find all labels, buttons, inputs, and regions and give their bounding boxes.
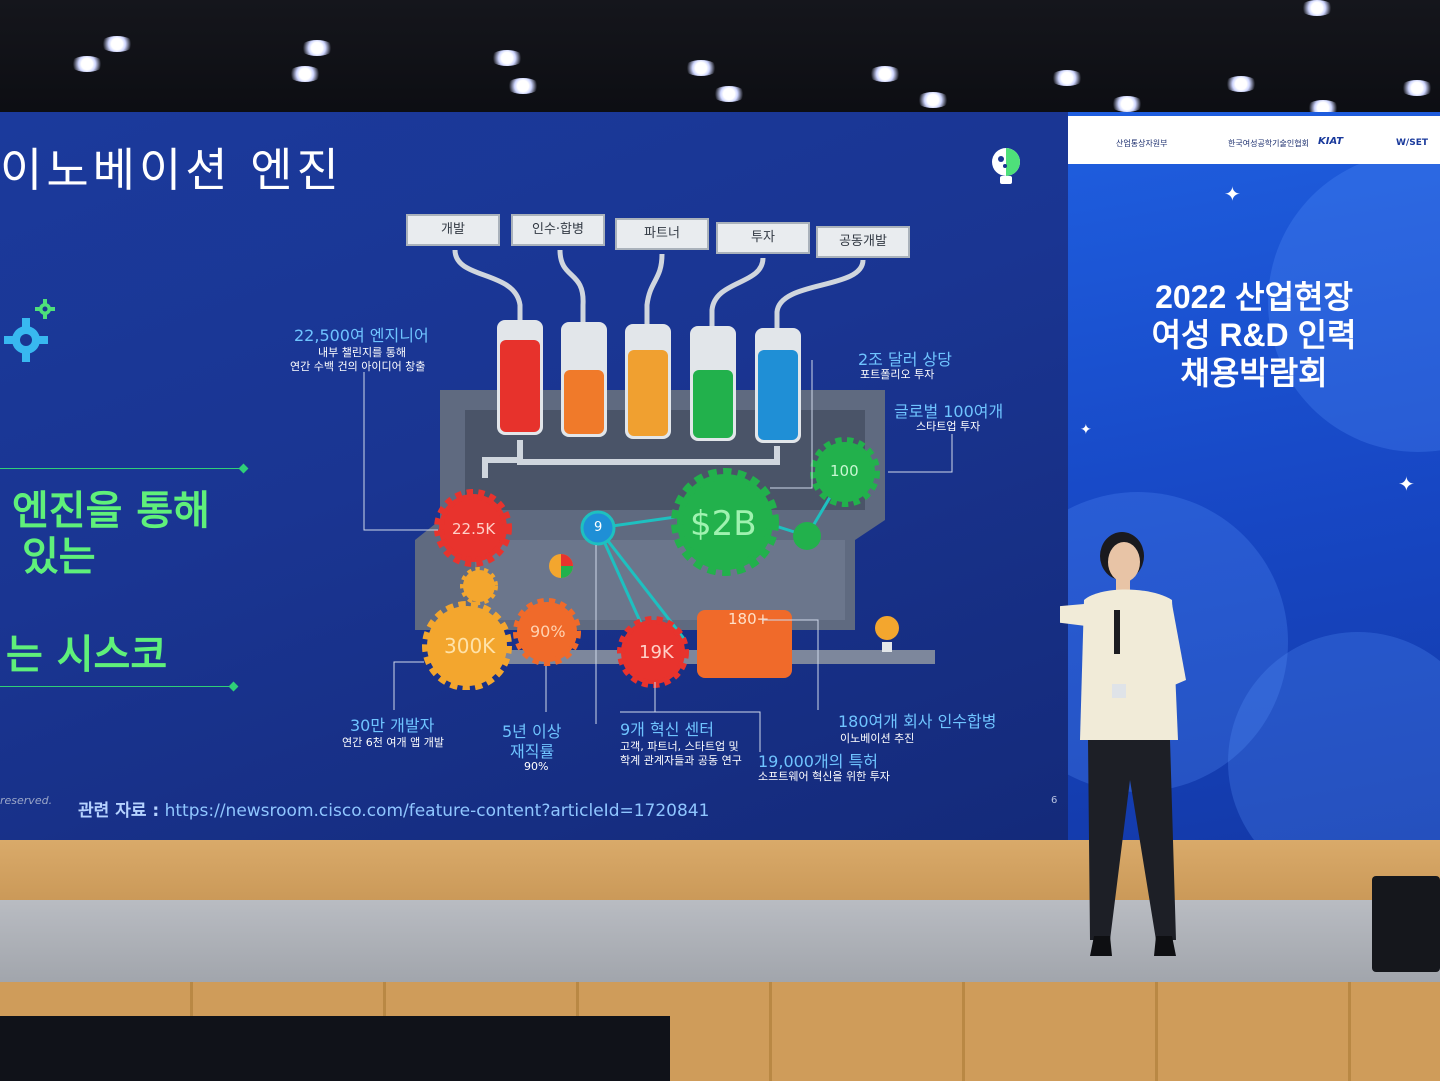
pipe-label: 인수·합병 — [511, 214, 605, 246]
stage-light-icon — [300, 40, 334, 56]
callout-title: 30만 개발자 — [350, 716, 435, 735]
gear-value: 19K — [639, 642, 674, 663]
stage-light-icon — [916, 92, 950, 108]
event-title: 2022 산업현장 여성 R&D 인력 채용박람회 — [1068, 278, 1440, 392]
sparkle-icon: ✦ — [1224, 182, 1241, 206]
stage-light-icon — [1224, 76, 1258, 92]
divider-line — [0, 686, 234, 687]
sparkle-icon: ✦ — [1398, 472, 1415, 496]
slide-title: 이노베이션 엔진 — [0, 143, 343, 197]
stage-light-icon — [1050, 70, 1084, 86]
foreground-panel — [0, 1016, 670, 1081]
callout-title: 2조 달러 상당 — [858, 350, 952, 369]
callout-sub: 연간 6천 여개 앱 개발 — [342, 736, 444, 749]
callout-title: 5년 이상 — [502, 722, 562, 741]
pipe-label: 투자 — [716, 222, 810, 254]
pipe-label: 파트너 — [615, 218, 709, 250]
stage-light-icon — [100, 36, 134, 52]
stage-speaker — [1372, 876, 1440, 972]
callout-title: 9개 혁신 센터 — [620, 720, 714, 739]
lightbulb-brain-icon — [992, 148, 1020, 184]
sponsor-bar: 산업통상자원부 한국여성공학기술인협회 KIAT W/SET — [1068, 116, 1440, 164]
stage-light-icon — [868, 66, 902, 82]
source-label: 관련 자료 : — [78, 801, 160, 821]
slide-text-line: 는 시스코 — [6, 632, 168, 678]
stage-light-icon — [70, 56, 104, 72]
callout-sub: 고객, 파트너, 스타트업 및 — [620, 740, 739, 753]
stage-light-icon — [1300, 0, 1334, 16]
callout-sub: 소프트웨어 혁신을 위한 투자 — [758, 770, 890, 783]
callout-title: 글로벌 100여개 — [894, 402, 1004, 421]
gear-value: $2B — [690, 504, 757, 544]
callout-sub: 스타트업 투자 — [916, 420, 981, 433]
sponsor-logo: KIAT — [1318, 136, 1344, 147]
slide-text-line: 있는 — [22, 534, 96, 580]
source-url: https://newsroom.cisco.com/feature-conte… — [164, 801, 710, 821]
presenter-figure — [1060, 532, 1186, 956]
sponsor-name: 한국여성공학기술인협회 — [1228, 139, 1309, 148]
callout-sub: 내부 챌린지를 통해 — [318, 346, 406, 359]
event-title-line: 2022 산업현장 — [1155, 279, 1353, 315]
sparkle-icon: ✦ — [1080, 422, 1092, 438]
callout-sub: 이노베이션 추진 — [840, 732, 915, 745]
gear-value: 300K — [444, 634, 496, 658]
side-event-screen: 산업통상자원부 한국여성공학기술인협회 KIAT W/SET 2022 산업현장… — [1068, 112, 1440, 840]
callout-title: 22,500여 엔지니어 — [294, 326, 429, 345]
gear-value: 100 — [830, 462, 859, 480]
stage-light-icon — [712, 86, 746, 102]
ceiling — [0, 0, 1440, 120]
stage-floor — [0, 900, 1440, 990]
gear-icon — [4, 318, 48, 362]
gear-value: 180+ — [728, 610, 770, 628]
callout-title: 180여개 회사 인수합병 — [838, 712, 997, 731]
callout-title: 재직률 — [510, 742, 555, 761]
event-title-line: 여성 R&D 인력 — [1151, 317, 1357, 353]
stage-light-icon — [506, 78, 540, 94]
leader-lines — [363, 360, 953, 752]
callout-sub: 90% — [524, 760, 549, 773]
page-number: 6 — [1051, 795, 1058, 806]
stage-light-icon — [1400, 80, 1434, 96]
slide-text-line: 엔진을 통해 — [12, 488, 210, 534]
divider-line — [0, 468, 244, 469]
gear-value: 22.5K — [452, 520, 496, 538]
source-reference: 관련 자료 : https://newsroom.cisco.com/featu… — [78, 796, 709, 821]
callout-sub: 연간 수백 건의 아이디어 창출 — [290, 360, 426, 373]
innovation-engine-illustration — [415, 249, 935, 690]
gear-value: 90% — [530, 622, 566, 641]
callout-sub: 포트폴리오 투자 — [860, 368, 935, 381]
pipe-label: 개발 — [406, 214, 500, 246]
stage-light-icon — [1110, 96, 1144, 112]
stage-light-icon — [684, 60, 718, 76]
stage-light-icon — [288, 66, 322, 82]
gear-icon — [35, 299, 55, 319]
sponsor-name: 산업통상자원부 — [1116, 139, 1168, 148]
callout-title: 19,000개의 특허 — [758, 752, 878, 771]
footer-reserved: reserved. — [0, 794, 53, 807]
callout-sub: 학계 관계자들과 공동 연구 — [620, 754, 742, 767]
pipe-label: 공동개발 — [816, 226, 910, 258]
stage-light-icon — [490, 50, 524, 66]
event-title-line: 채용박람회 — [1180, 355, 1328, 391]
gear-value: 9 — [594, 520, 603, 535]
sponsor-logo: W/SET — [1396, 138, 1428, 148]
